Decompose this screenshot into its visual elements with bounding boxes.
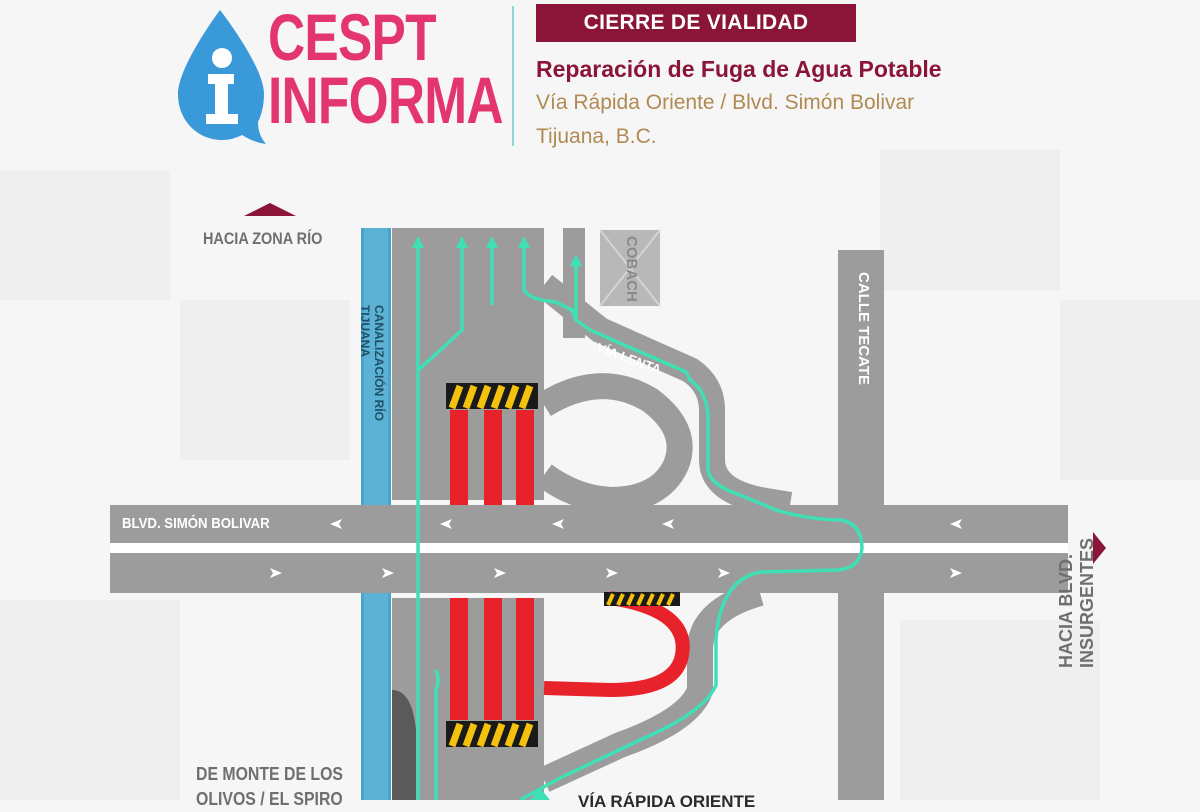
barrier-ramp [604, 592, 680, 606]
background-tile [880, 150, 1060, 290]
closed-loop-ramp [543, 591, 690, 698]
blvd-westbound [110, 505, 1068, 543]
detour-route [416, 245, 864, 800]
south-ramp [538, 580, 764, 792]
label-cobach: COBACH [623, 236, 640, 302]
logo-line1: CESPT [268, 0, 437, 74]
logo-line2: INFORMA [268, 62, 504, 137]
label-hacia-zona-rio: HACIA ZONA RÍO [203, 229, 323, 248]
background-tile [900, 620, 1100, 800]
subtitle: Reparación de Fuga de Agua Potable [536, 56, 942, 82]
logo-text: CESPT INFORMA [268, 0, 569, 137]
barrier-north [446, 383, 538, 410]
label-hacia-blvd-insurgentes: HACIA BLVD. INSURGENTES [1056, 537, 1097, 668]
closure-badge: CIERRE DE VIALIDAD [536, 4, 856, 42]
barrier-south [446, 721, 538, 748]
label-blvd-simon-bolivar: BLVD. SIMÓN BOLIVAR [122, 515, 270, 532]
blvd-eastbound [110, 553, 1068, 593]
background-tile [1060, 300, 1200, 480]
header: CESPT INFORMA CIERRE DE VIALIDAD Reparac… [0, 0, 1200, 165]
label-via-rapida-oriente: VÍA RÁPIDA ORIENTE [578, 792, 756, 811]
east-arrow-icon [1093, 532, 1106, 564]
label-calle-tecate: CALLE TECATE [855, 272, 872, 386]
header-divider [512, 6, 514, 146]
label-de-monte-line1: DE MONTE DE LOS [196, 764, 343, 784]
background-tile [0, 170, 170, 300]
label-canalizacion: CANALIZACIÓN RÍO TIJUANA [358, 305, 386, 421]
background-tile [0, 600, 180, 800]
location-line2: Tijuana, B.C. [536, 125, 657, 148]
info-drop-icon [178, 10, 266, 144]
north-loop-ramp [536, 373, 693, 514]
location-line1: Vía Rápida Oriente / Blvd. Simón Bolivar [536, 91, 915, 114]
background-tile [180, 300, 350, 460]
north-arrow-icon [244, 203, 296, 216]
traffic-arrows [270, 519, 962, 578]
